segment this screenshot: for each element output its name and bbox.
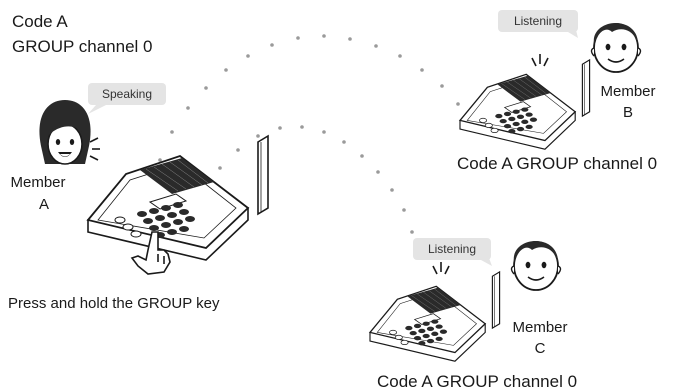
- member-c-letter: C: [535, 340, 546, 357]
- member-c-label: Member: [512, 319, 567, 336]
- link-a-to-c: [218, 125, 420, 256]
- member-b-channel-caption: Code A GROUP channel 0: [457, 154, 657, 173]
- header-channel-label: GROUP channel 0: [12, 37, 152, 56]
- member-a-label: Member: [10, 174, 65, 191]
- header-code-label: Code A: [12, 12, 68, 31]
- listening-bubble-b: Listening: [498, 10, 578, 38]
- person-male-icon: [510, 240, 562, 291]
- press-group-key-instruction: Press and hold the GROUP key: [8, 295, 220, 312]
- speaking-bubble: Speaking: [88, 83, 166, 114]
- signal-lines-icon: [432, 262, 450, 275]
- person-female-icon: [38, 99, 92, 165]
- conference-intercom-base-icon: [87, 135, 269, 261]
- person-male-icon: [590, 22, 642, 73]
- link-a-to-b: [158, 34, 460, 162]
- signal-lines-icon: [89, 137, 100, 161]
- pointing-hand-icon: [130, 231, 171, 275]
- member-b-letter: B: [623, 104, 633, 121]
- listening-status-c: Listening: [428, 242, 476, 256]
- member-a-letter: A: [39, 196, 49, 213]
- speaking-status: Speaking: [102, 87, 152, 101]
- conference-intercom-base-icon: [369, 271, 501, 362]
- signal-lines-icon: [531, 54, 549, 67]
- member-c-channel-caption: Code A GROUP channel 0: [377, 372, 577, 391]
- listening-bubble-c: Listening: [413, 238, 492, 266]
- conference-intercom-base-icon: [459, 59, 591, 150]
- listening-status-b: Listening: [514, 14, 562, 28]
- dotted-radio-link-icon: [158, 34, 460, 256]
- member-b-label: Member: [600, 83, 655, 100]
